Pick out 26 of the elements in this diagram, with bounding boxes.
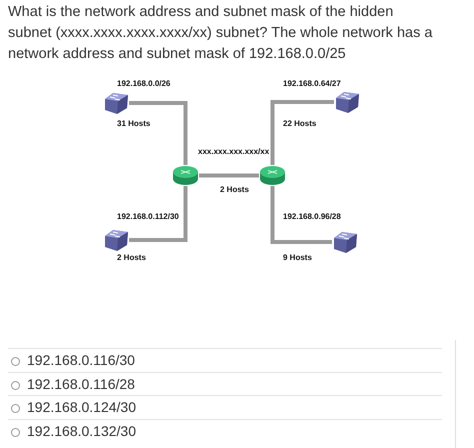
subnet-label: 192.168.0.64/27 [283, 79, 341, 88]
answer-option: 192.168.0.116/28 [27, 376, 135, 392]
subnet-label: 192.168.0.96/28 [283, 212, 341, 221]
switch-icon [103, 91, 129, 115]
host-count-label: 2 Hosts [220, 185, 249, 194]
network-link [270, 100, 334, 165]
host-count-label: 2 Hosts [117, 253, 146, 262]
host-count-label: 9 Hosts [283, 253, 312, 262]
host-count-label: 31 Hosts [117, 119, 150, 128]
answer-option: 192.168.0.132/30 [27, 422, 136, 438]
switch-icon [334, 90, 360, 114]
switch-icon [332, 230, 358, 254]
switch-icon [103, 228, 129, 252]
answer-option: 192.168.0.116/30 [27, 352, 135, 368]
host-count-label: 22 Hosts [283, 119, 316, 128]
subnet-label: 192.168.0.0/26 [117, 79, 170, 88]
router-icon [172, 165, 199, 186]
network-link [129, 186, 188, 242]
network-link [270, 186, 332, 244]
router-icon [259, 165, 286, 186]
subnet-label: 192.168.0.112/30 [117, 212, 179, 221]
question-text: What is the network address and subnet mask of the hidden subnet (xxxx.xxxx.xxxx.xxxx/xx) subnet? The whole network has a network address and subnet mask of 192.168.0.0/25 [8, 3, 434, 64]
network-link [199, 174, 259, 178]
answer-option: 192.168.0.124/30 [27, 399, 136, 415]
network-link [129, 101, 188, 165]
subnet-label: xxx.xxx.xxx.xxx/xx [198, 147, 270, 156]
